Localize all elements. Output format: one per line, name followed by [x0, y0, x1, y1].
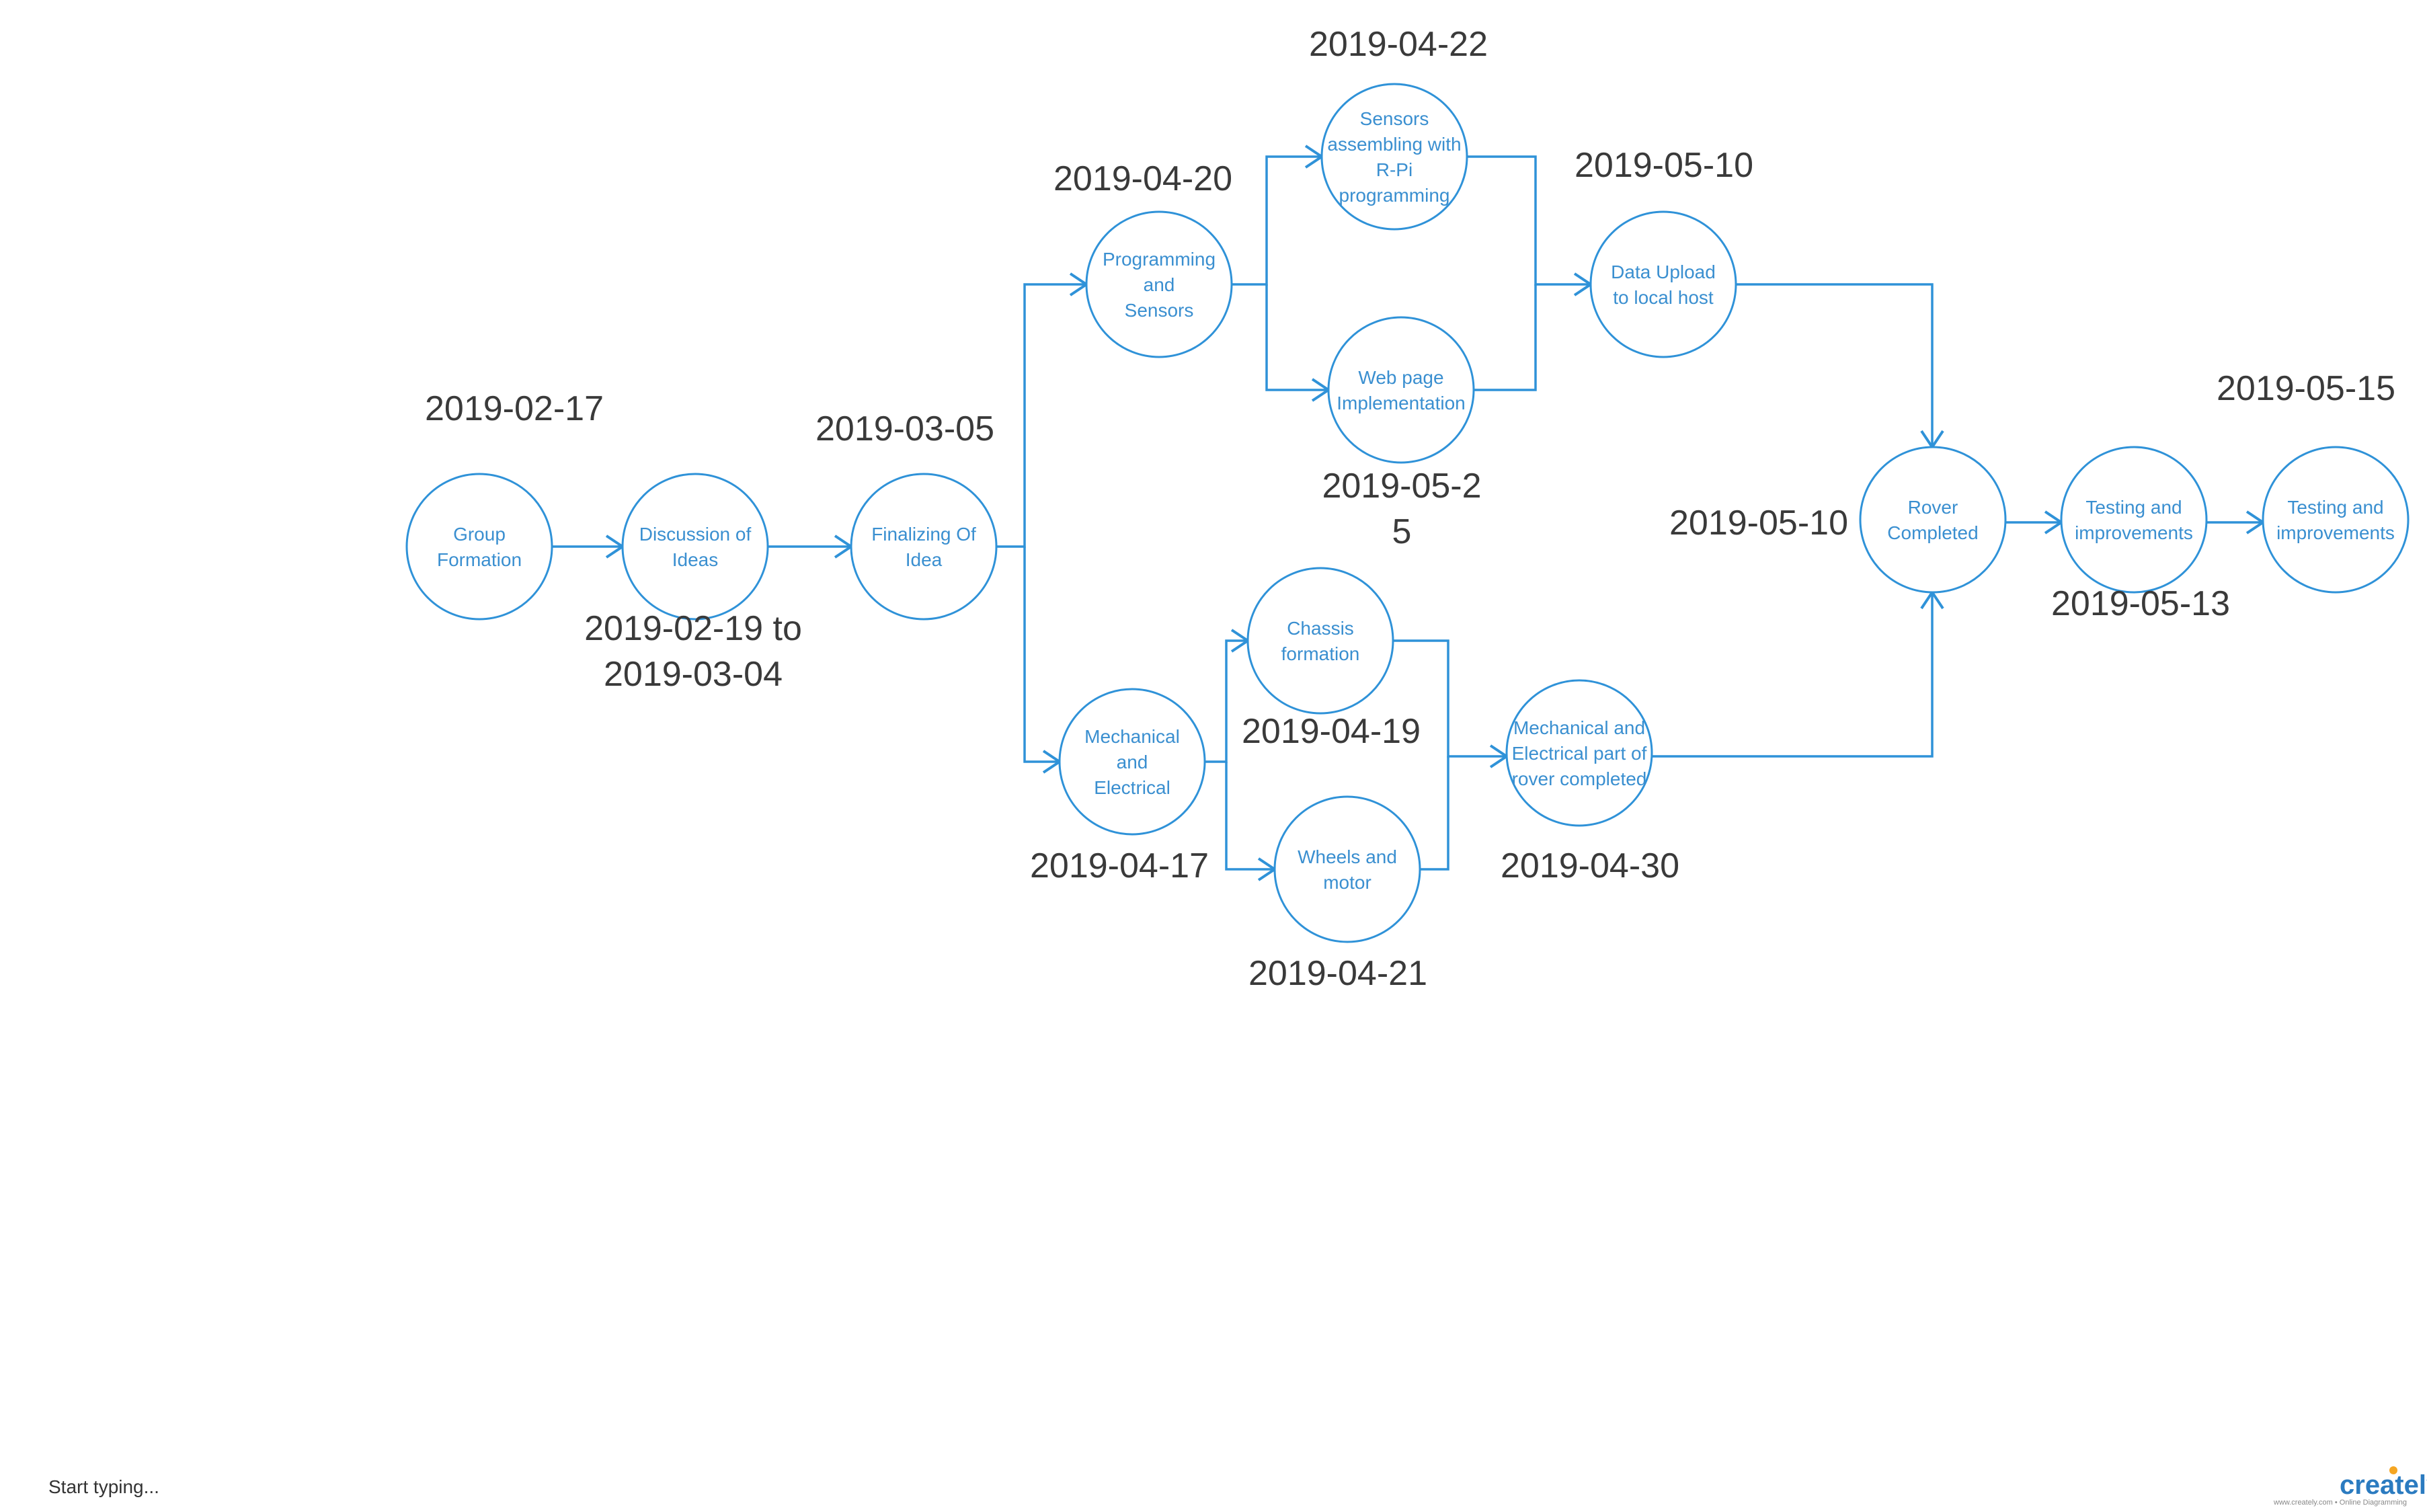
date-label-group: 2019-02-17: [425, 389, 604, 428]
node-label-sensors-line-1: assembling with: [1327, 134, 1461, 155]
node-circle-mechanical[interactable]: [1058, 688, 1206, 836]
date-label-mechcomplete: 2019-04-30: [1501, 846, 1679, 885]
date-label-webpage-line-0: 2019-05-2: [1322, 467, 1481, 506]
edge-webpage-to-dataupload[interactable]: [1474, 284, 1537, 391]
node-label-mechanical-line-0: Mechanical: [1084, 726, 1180, 747]
node-label-programming-line-1: and: [1144, 274, 1175, 295]
edges-layer: [552, 145, 2266, 881]
node-discussion[interactable]: Discussion of Ideas: [621, 473, 769, 621]
brand-subtitle: www.creately.com • Online Diagramming: [2273, 1499, 2407, 1507]
node-testing1[interactable]: Testing and improvements: [2060, 446, 2208, 594]
node-label-wheels-line-1: motor: [1323, 872, 1371, 893]
node-label-finalizing-line-1: Idea: [906, 549, 943, 570]
edge-programming-to-webpage[interactable]: [1265, 284, 1328, 391]
node-label-group-line-1: Formation: [437, 549, 522, 570]
node-circle-testing2[interactable]: [2262, 446, 2410, 594]
edge-wheels-to-mechcomplete[interactable]: [1420, 756, 1449, 871]
node-circle-sensors[interactable]: [1320, 83, 1468, 231]
node-circle-dataupload[interactable]: [1589, 210, 1737, 358]
node-label-dataupload-line-0: Data Upload: [1611, 262, 1716, 282]
date-label-discussion-line-1: 2019-03-04: [604, 655, 783, 694]
node-testing2[interactable]: Testing and improvements: [2262, 446, 2410, 594]
node-label-mechanical-line-2: Electrical: [1094, 777, 1170, 798]
node-circle-testing1[interactable]: [2060, 446, 2208, 594]
node-label-sensors-line-0: Sensors: [1360, 108, 1429, 129]
node-label-sensors-line-2: R-Pi: [1376, 159, 1413, 180]
date-label-testing2: 2019-05-15: [2217, 369, 2395, 408]
node-label-discussion-line-0: Discussion of: [639, 524, 752, 545]
brand-name: creately: [2340, 1470, 2427, 1500]
start-typing-prompt[interactable]: Start typing...: [48, 1476, 159, 1497]
node-label-sensors-line-3: programming: [1339, 185, 1450, 206]
node-label-mechcomplete-line-0: Mechanical and: [1513, 717, 1645, 738]
date-label-webpage-line-1: 5: [1392, 512, 1412, 551]
node-label-dataupload-line-1: to local host: [1613, 287, 1714, 308]
date-label-testing1: 2019-05-13: [2051, 584, 2230, 623]
node-label-testing1-line-0: Testing and: [2085, 497, 2182, 518]
date-label-chassis: 2019-04-19: [1242, 712, 1421, 751]
edge-dataupload-to-rover[interactable]: [1736, 283, 1934, 447]
date-label-discussion-line-0: 2019-02-19 to: [584, 609, 802, 648]
node-dataupload[interactable]: Data Upload to local host: [1589, 210, 1737, 358]
date-label-dataupload: 2019-05-10: [1575, 146, 1753, 185]
node-circle-wheels[interactable]: [1273, 795, 1421, 943]
node-label-mechcomplete-line-2: rover completed: [1512, 768, 1647, 789]
node-circle-programming[interactable]: [1085, 210, 1233, 358]
node-circle-group[interactable]: [405, 473, 553, 621]
node-finalizing[interactable]: Finalizing Of Idea: [850, 473, 998, 621]
node-label-programming-line-0: Programming: [1103, 249, 1216, 270]
date-label-sensors: 2019-04-22: [1309, 25, 1488, 64]
node-wheels[interactable]: Wheels and motor: [1273, 795, 1421, 943]
edge-mechanical-to-wheels[interactable]: [1225, 762, 1275, 871]
edge-mechcomplete-to-rover[interactable]: [1652, 592, 1934, 758]
node-label-mechanical-line-1: and: [1117, 752, 1148, 772]
node-circle-webpage[interactable]: [1327, 316, 1475, 464]
edge-programming-to-sensors[interactable]: [1232, 155, 1322, 286]
node-label-webpage-line-1: Implementation: [1337, 393, 1465, 413]
edge-finalizing-to-mechanical[interactable]: [1023, 547, 1060, 763]
edge-mechanical-to-chassis[interactable]: [1205, 639, 1248, 763]
edge-chassis-to-mechcomplete[interactable]: [1393, 639, 1507, 758]
node-label-webpage-line-0: Web page: [1358, 367, 1443, 388]
node-label-testing2-line-0: Testing and: [2287, 497, 2383, 518]
node-circle-finalizing[interactable]: [850, 473, 998, 621]
node-label-chassis-line-0: Chassis: [1287, 618, 1354, 639]
date-label-wheels: 2019-04-21: [1248, 954, 1427, 993]
edge-sensors-to-dataupload[interactable]: [1467, 155, 1591, 286]
date-label-rover: 2019-05-10: [1669, 504, 1848, 543]
date-label-programming: 2019-04-20: [1053, 159, 1232, 198]
node-label-testing1-line-1: improvements: [2075, 522, 2193, 543]
logo-bulb-icon: [2389, 1466, 2397, 1474]
node-label-testing2-line-1: improvements: [2276, 522, 2395, 543]
date-label-finalizing: 2019-03-05: [815, 409, 994, 448]
node-label-mechcomplete-line-1: Electrical part of: [1512, 743, 1647, 764]
node-label-wheels-line-0: Wheels and: [1298, 846, 1397, 867]
node-chassis[interactable]: Chassis formation: [1246, 567, 1394, 715]
node-label-chassis-line-1: formation: [1281, 643, 1360, 664]
node-circle-discussion[interactable]: [621, 473, 769, 621]
node-label-rover-line-0: Rover: [1908, 497, 1958, 518]
node-circle-rover[interactable]: [1859, 446, 2007, 594]
node-label-group-line-0: Group: [453, 524, 506, 545]
dates-layer: 2019-02-17 2019-02-19 to 2019-03-04 2019-03…: [425, 25, 2395, 993]
node-circle-mechcomplete[interactable]: [1505, 679, 1653, 827]
node-label-rover-line-1: Completed: [1887, 522, 1978, 543]
date-label-mechanical: 2019-04-17: [1030, 846, 1209, 885]
node-circle-chassis[interactable]: [1246, 567, 1394, 715]
creately-logo: creately www.creately.com • Online Diagr…: [2273, 1466, 2427, 1507]
node-label-discussion-line-1: Ideas: [672, 549, 719, 570]
node-label-programming-line-2: Sensors: [1125, 300, 1194, 321]
node-label-finalizing-line-0: Finalizing Of: [871, 524, 976, 545]
edge-finalizing-to-programming[interactable]: [996, 283, 1086, 548]
